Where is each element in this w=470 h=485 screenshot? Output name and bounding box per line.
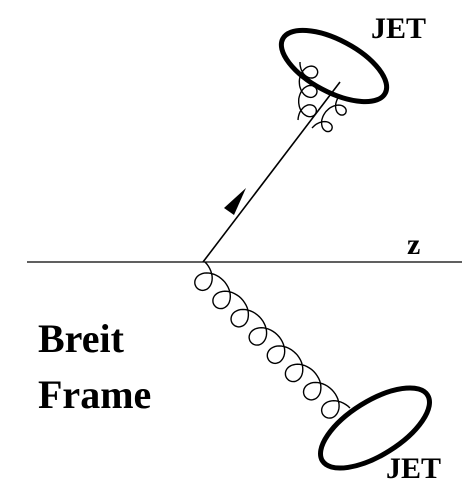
bottom-jet-ellipse bbox=[318, 385, 432, 471]
gluon-bottom bbox=[194, 261, 351, 419]
frame-label-line2: Frame bbox=[38, 372, 151, 417]
gluon-top-secondary bbox=[311, 94, 347, 133]
gluon-top bbox=[297, 62, 319, 121]
frame-label-line1: Breit bbox=[38, 316, 125, 361]
quark-line bbox=[202, 81, 341, 263]
quark-arrow-icon bbox=[224, 188, 246, 215]
jet-bottom-label: JET bbox=[386, 452, 441, 485]
top-jet-ellipse bbox=[278, 27, 390, 105]
z-axis-label: z bbox=[407, 228, 420, 261]
jet-top-label: JET bbox=[371, 12, 426, 45]
